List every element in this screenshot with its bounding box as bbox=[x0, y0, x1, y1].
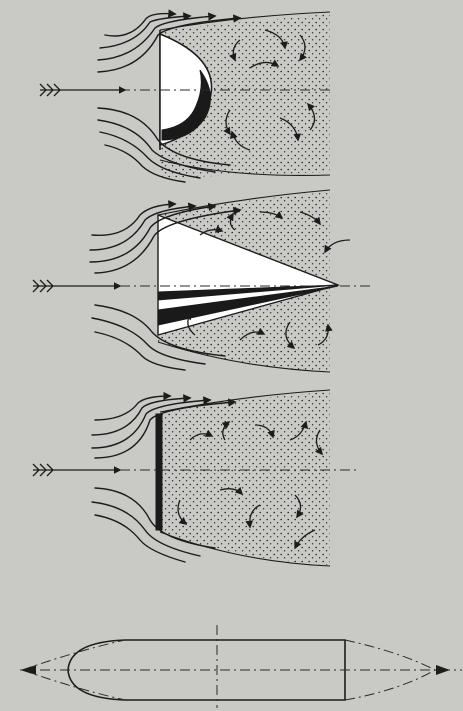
left-arrow-icon bbox=[22, 665, 36, 675]
recirculation-zone bbox=[160, 392, 330, 565]
panel-cone bbox=[33, 190, 370, 372]
incoming-flow-arrow-icon bbox=[40, 84, 125, 96]
flat-plate-baffle bbox=[156, 414, 162, 530]
panel-plate bbox=[33, 390, 360, 566]
incoming-flow-arrow-icon bbox=[33, 280, 120, 292]
envelope-lower bbox=[22, 670, 435, 700]
panel-outline bbox=[20, 625, 462, 708]
incoming-flow-arrow-icon bbox=[33, 464, 120, 476]
panel-hemisphere bbox=[40, 12, 330, 182]
right-arrow-icon bbox=[436, 665, 450, 675]
envelope-upper bbox=[22, 640, 435, 670]
